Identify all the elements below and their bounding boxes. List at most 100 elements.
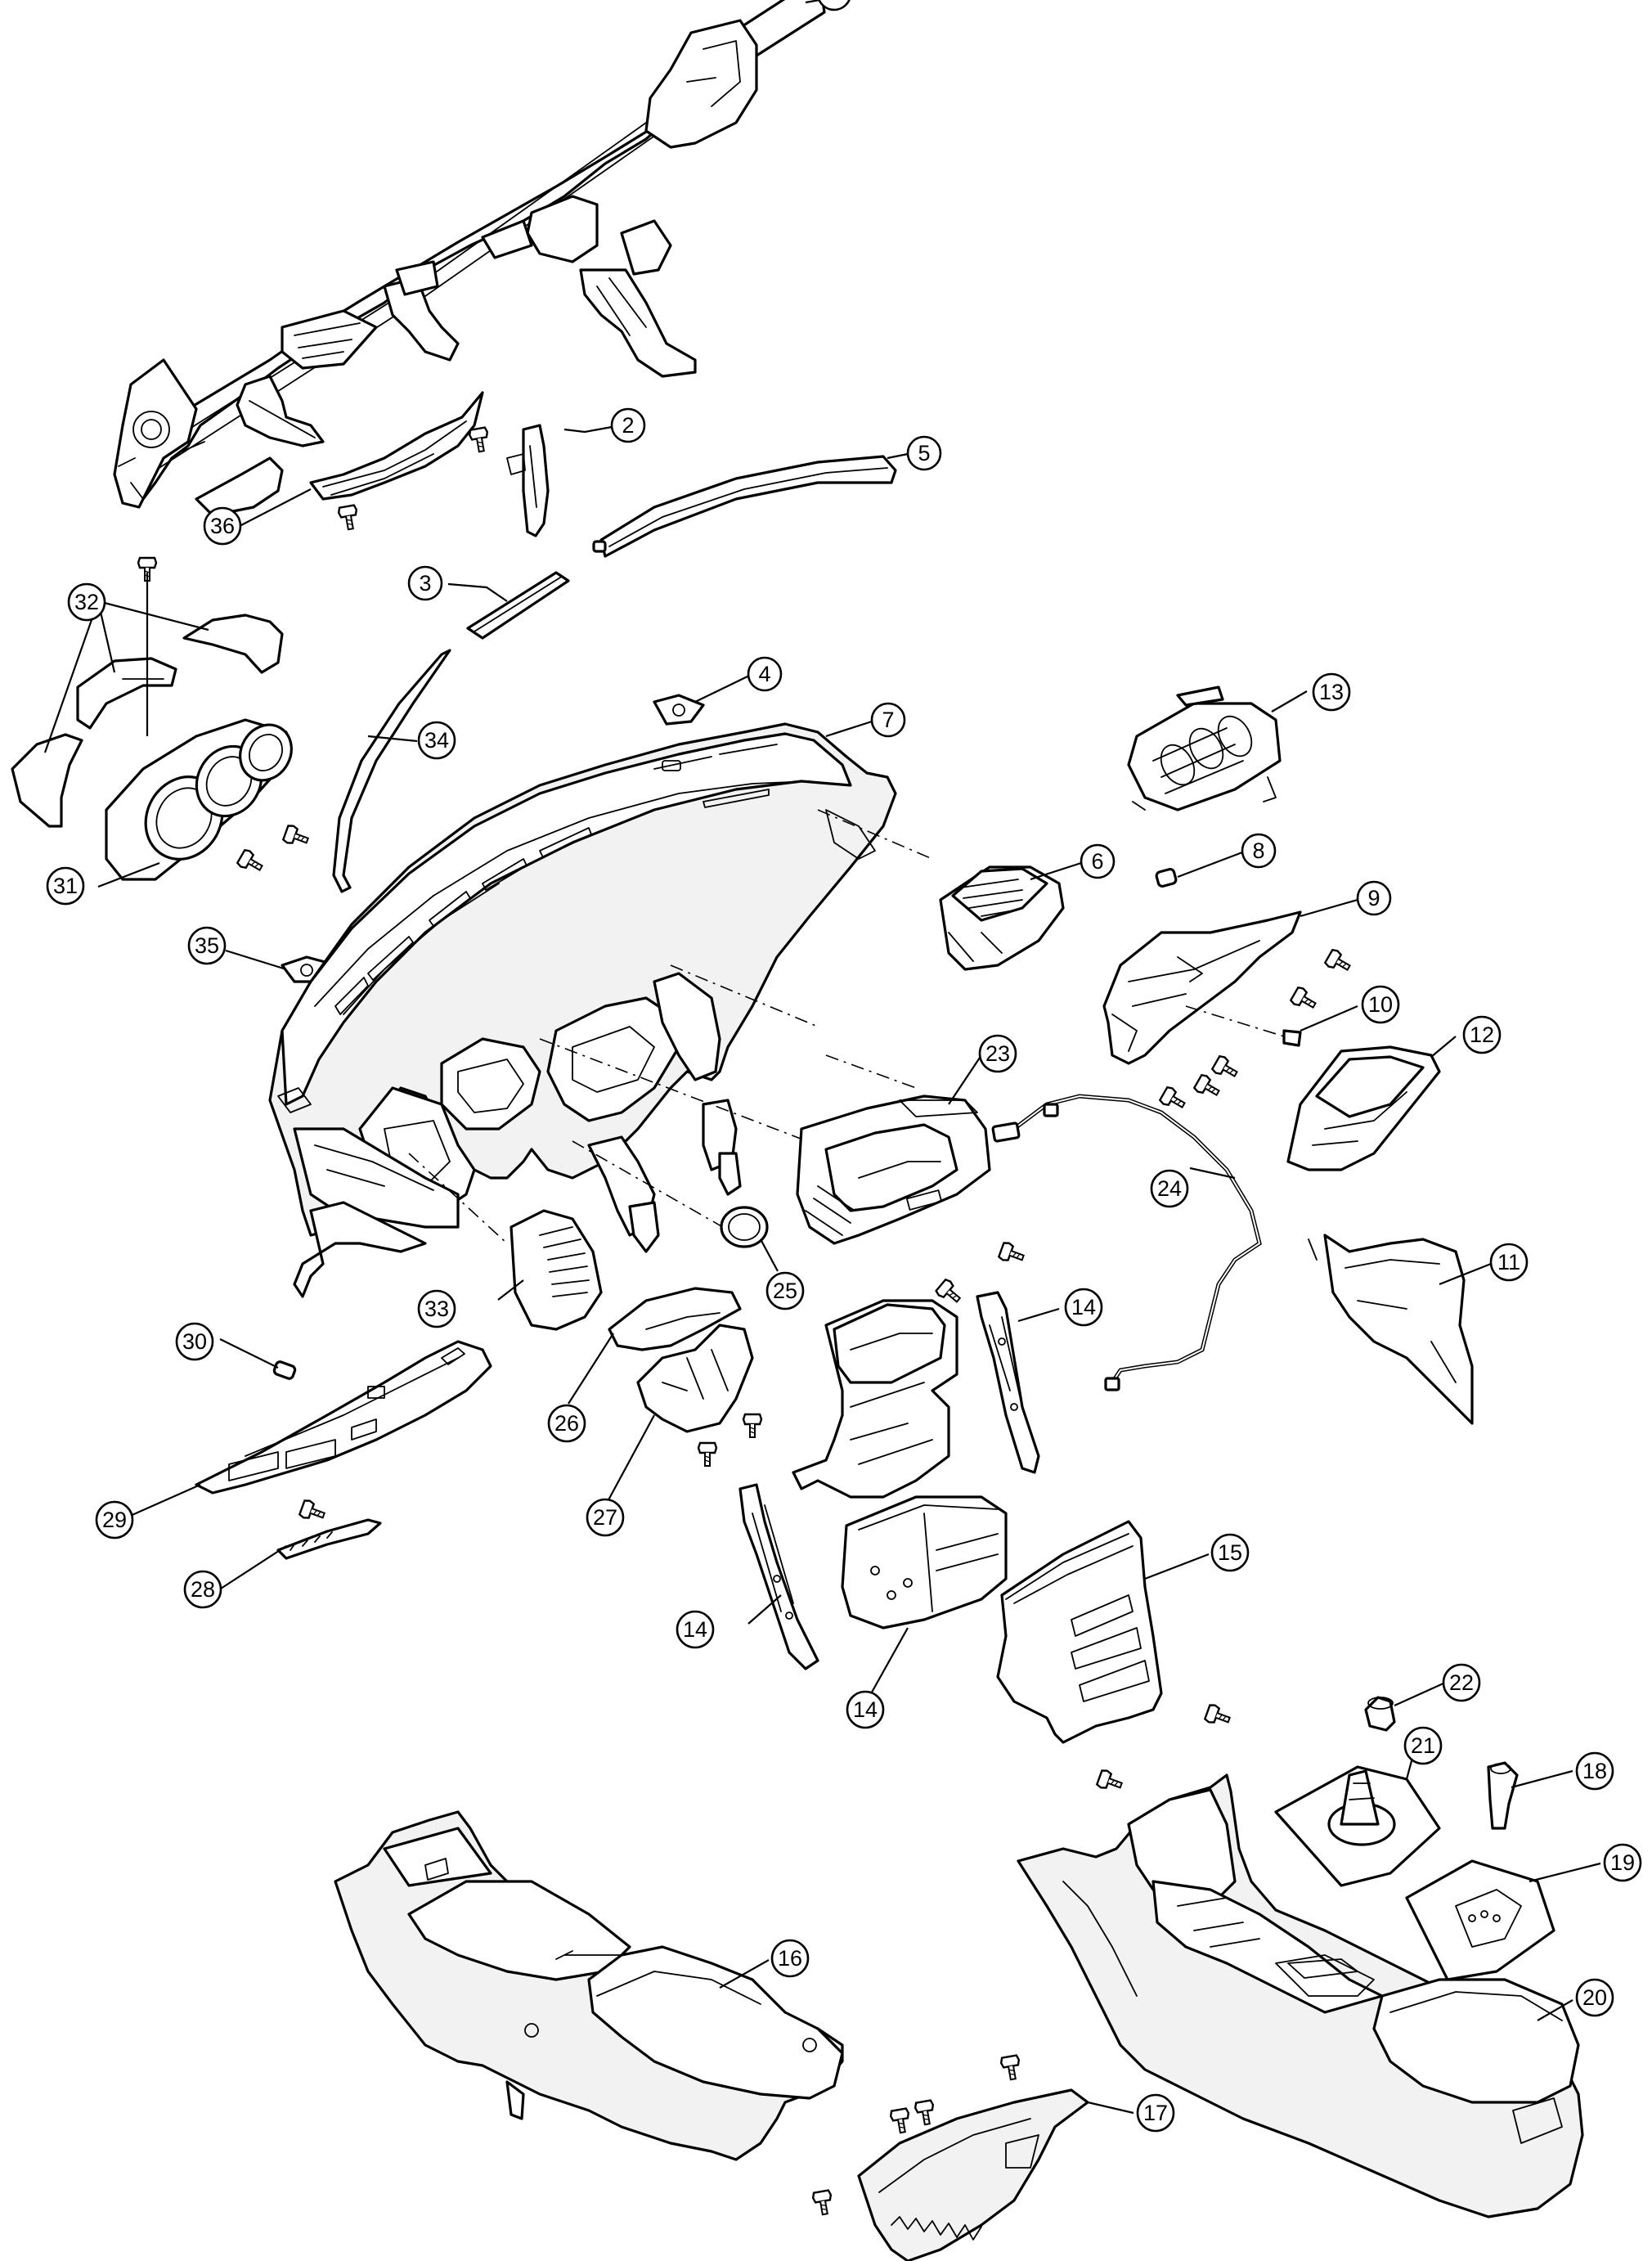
clip-part-30 [272, 1360, 297, 1380]
svg-text:36: 36 [210, 514, 235, 538]
callout-14-left: 14 [676, 1610, 715, 1649]
callout-33: 33 [417, 1289, 456, 1328]
svg-text:20: 20 [1582, 1985, 1607, 2010]
callout-12: 12 [1462, 1015, 1502, 1054]
rear-console-part-16 [334, 1810, 844, 2161]
callout-34: 34 [417, 721, 456, 760]
callout-32: 32 [67, 582, 106, 622]
svg-text:19: 19 [1610, 1850, 1635, 1875]
svg-text:2: 2 [622, 413, 634, 438]
callout-4: 4 [747, 656, 783, 692]
center-bezel-part-15 [996, 1520, 1233, 1796]
svg-text:33: 33 [424, 1297, 449, 1321]
callout-30: 30 [175, 1322, 214, 1361]
callout-24: 24 [1150, 1169, 1189, 1208]
svg-text:16: 16 [778, 1946, 802, 1971]
svg-text:32: 32 [74, 590, 99, 614]
svg-text:4: 4 [758, 662, 770, 686]
trim-strip-part-34 [332, 649, 451, 893]
svg-text:21: 21 [1411, 1733, 1435, 1758]
svg-text:8: 8 [1252, 838, 1264, 863]
wire-harness-part-24 [991, 1094, 1262, 1391]
shift-indicator-plate-part-19 [1405, 1859, 1555, 1981]
bracket-part-10 [1185, 1005, 1302, 1047]
svg-text:27: 27 [593, 1505, 617, 1530]
svg-text:9: 9 [1367, 886, 1380, 910]
callout-25: 25 [765, 1271, 805, 1310]
callout-15: 15 [1210, 1533, 1250, 1572]
callout-8: 8 [1241, 833, 1277, 869]
callout-19: 19 [1603, 1843, 1642, 1882]
trim-part-3 [466, 571, 570, 640]
shift-knob-part-18 [1487, 1761, 1519, 1830]
callout-17: 17 [1136, 2093, 1175, 2133]
callout-7: 7 [870, 702, 906, 738]
svg-text:22: 22 [1449, 1670, 1474, 1695]
callout-14-bottom: 14 [846, 1690, 885, 1729]
audio-unit-part-14 [738, 1277, 1040, 1670]
callout-27: 27 [586, 1498, 625, 1537]
front-console-part-17 [810, 2053, 1089, 2261]
air-vent-part-6 [939, 865, 1065, 971]
callout-16: 16 [770, 1939, 810, 1978]
svg-text:3: 3 [419, 571, 431, 596]
callout-22: 22 [1442, 1663, 1481, 1702]
svg-text:18: 18 [1582, 1759, 1607, 1783]
svg-text:29: 29 [102, 1508, 127, 1532]
callout-26: 26 [547, 1404, 586, 1443]
svg-text:14: 14 [1071, 1295, 1096, 1319]
callout-13: 13 [1312, 672, 1351, 712]
display-bezel-part-23 [796, 1095, 1027, 1268]
callout-3: 3 [407, 565, 443, 601]
callout-2: 2 [610, 407, 646, 443]
callout-11: 11 [1489, 1243, 1529, 1282]
lower-panel-part-29 [195, 1340, 492, 1526]
svg-text:14: 14 [683, 1617, 707, 1642]
svg-text:12: 12 [1470, 1023, 1494, 1047]
svg-text:15: 15 [1218, 1540, 1242, 1565]
svg-text:14: 14 [853, 1697, 878, 1722]
bezel-part-4 [653, 694, 705, 726]
svg-text:5: 5 [918, 441, 930, 465]
meter-hood-part-31 [105, 718, 312, 881]
svg-text:11: 11 [1497, 1250, 1520, 1274]
console-body-part-20 [1017, 1773, 1584, 2218]
svg-text:28: 28 [191, 1577, 215, 1602]
air-vent-part-33 [510, 1209, 603, 1331]
svg-text:6: 6 [1091, 849, 1103, 874]
ring-part-25 [720, 1206, 769, 1248]
svg-text:35: 35 [195, 933, 219, 958]
svg-text:23: 23 [985, 1041, 1010, 1066]
shift-boot-part-21 [1274, 1765, 1441, 1887]
svg-text:10: 10 [1368, 992, 1393, 1017]
callout-20: 20 [1575, 1978, 1614, 2017]
callout-23: 23 [978, 1034, 1017, 1073]
svg-text:17: 17 [1143, 2101, 1168, 2125]
callout-1 [818, 0, 851, 11]
leader-lines [43, 0, 1601, 2115]
callout-31: 31 [46, 866, 85, 906]
callout-10: 10 [1361, 985, 1400, 1024]
callout-5: 5 [906, 435, 942, 471]
instrument-panel-member-1 [113, 0, 826, 517]
svg-text:30: 30 [182, 1329, 207, 1354]
dashboard-panel-part-7 [268, 722, 933, 1298]
svg-text:26: 26 [554, 1411, 579, 1436]
trim-part-28 [276, 1518, 382, 1560]
callout-9: 9 [1356, 880, 1392, 916]
svg-text:13: 13 [1319, 680, 1344, 704]
knob-part-22 [1364, 1696, 1396, 1732]
column-cover-lower-part-27 [636, 1324, 763, 1468]
callout-36: 36 [203, 506, 242, 546]
svg-text:25: 25 [773, 1279, 797, 1303]
svg-text:24: 24 [1157, 1176, 1182, 1201]
glove-box-part-12 [1286, 1045, 1441, 1171]
callout-21: 21 [1403, 1726, 1443, 1765]
clip-part-8 [1155, 867, 1178, 888]
airbag-module-part-13 [1127, 685, 1282, 811]
glove-box-lid-part-9 [1102, 910, 1354, 1114]
svg-text:7: 7 [882, 708, 894, 732]
defroster-strip-part-5 [592, 455, 897, 558]
column-cover-upper-part-26 [608, 1287, 742, 1351]
